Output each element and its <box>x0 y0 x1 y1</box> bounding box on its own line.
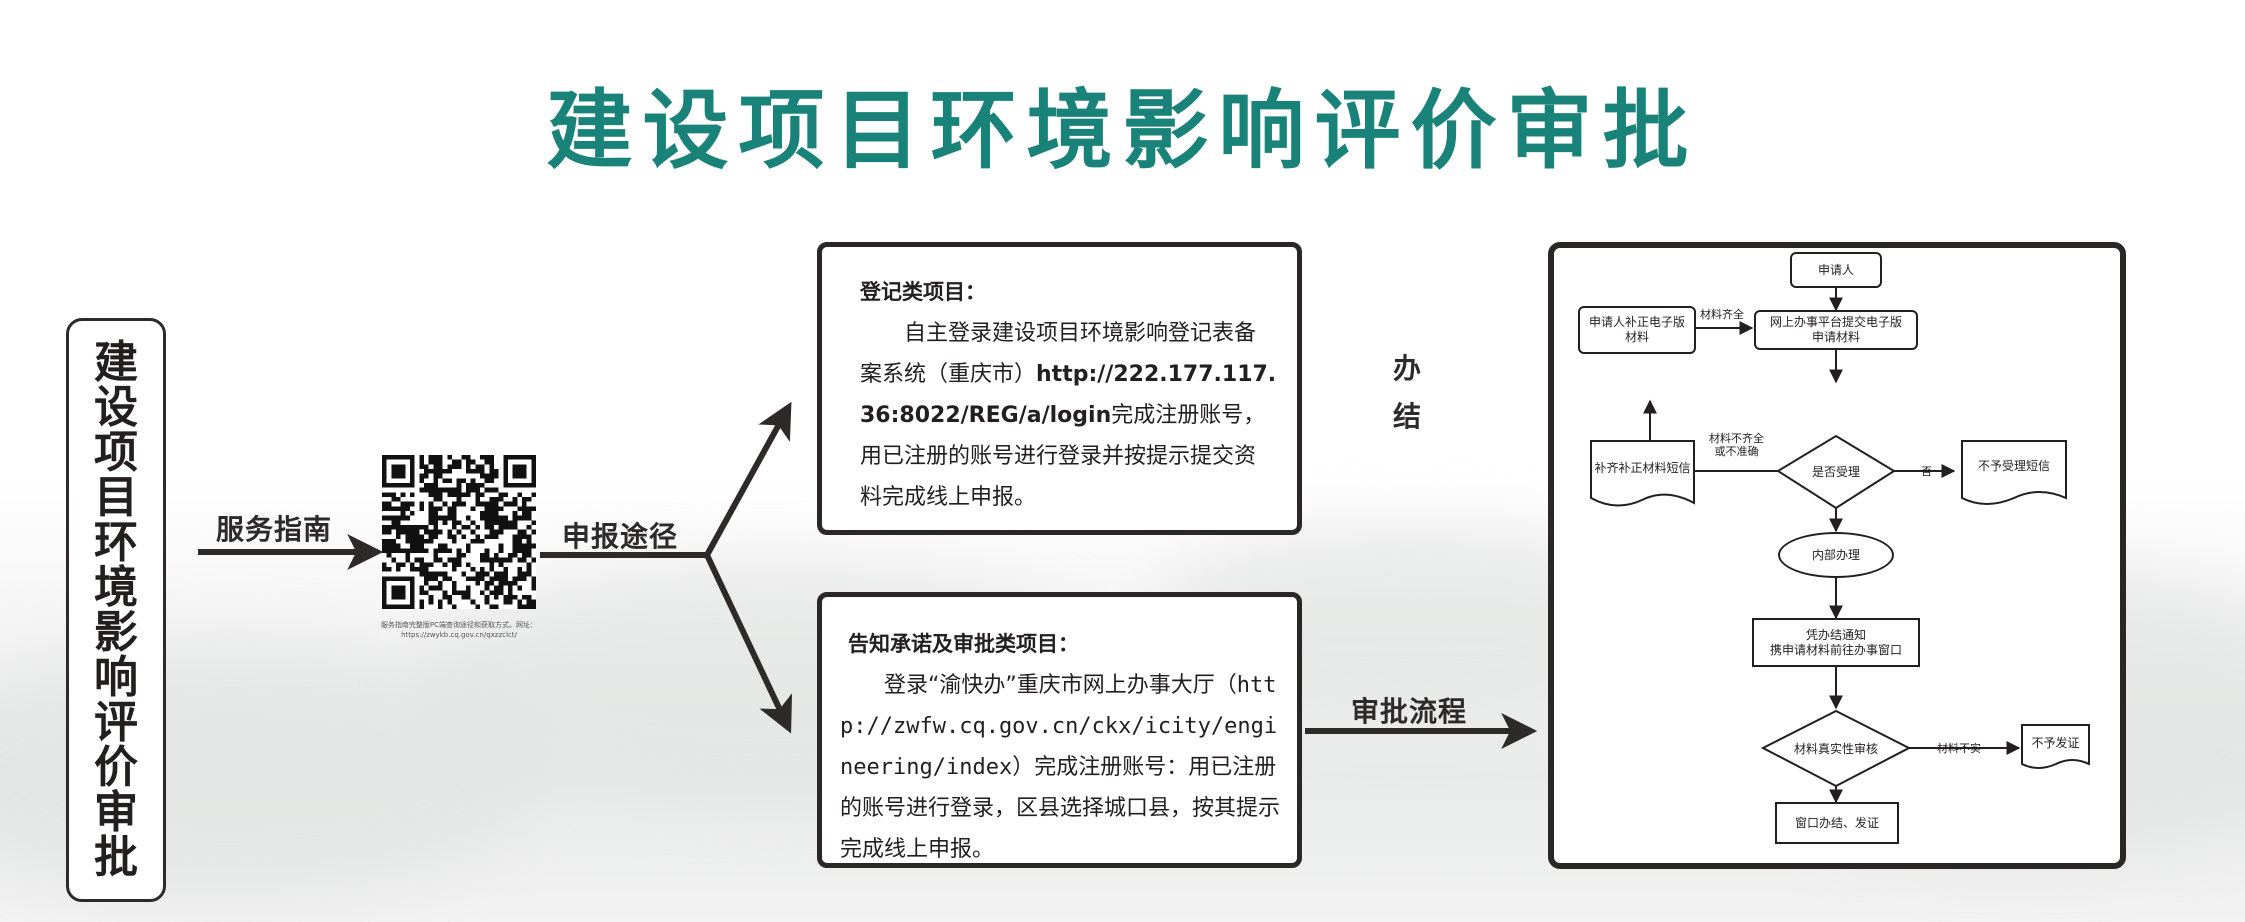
side-title-char: 设 <box>94 382 138 433</box>
edge-label-complete: 材料齐全 <box>1700 308 1744 321</box>
registration-project-box: 登记类项目： 自主登录建设项目环境影响登记表备案系统（重庆市）http://22… <box>817 242 1302 535</box>
registration-description: 自主登录建设项目环境影响登记表备案系统（重庆市）http://222.177.1… <box>860 313 1277 518</box>
applicant-text: 申请人 <box>1817 262 1854 277</box>
reject-notice-node: 不予受理短信 <box>1962 448 2066 484</box>
edge-label-incomplete-line: 或不准确 <box>1714 445 1759 458</box>
qr-code-image[interactable] <box>382 455 536 609</box>
verify-decision-shape <box>1760 709 1912 788</box>
completion-notice-text-line: 凭办结通知 <box>1805 627 1866 642</box>
no-cert-shape <box>2021 724 2090 769</box>
supplement-electronic-node: 申请人补正电子版 材料 <box>1578 306 1696 354</box>
edge-label-false: 材料不实 <box>1937 742 1981 755</box>
side-title-char: 价 <box>94 742 138 793</box>
edge-label-incomplete-line: 材料不齐全 <box>1709 432 1764 445</box>
supplement-notice-shape <box>1590 440 1695 507</box>
internal-process-text: 内部办理 <box>1811 547 1860 562</box>
supplement-notice-text: 补齐补正材料短信 <box>1594 460 1691 475</box>
edge-label-no: 否 <box>1921 465 1932 478</box>
window-issue-node: 窗口办结、发证 <box>1775 802 1899 844</box>
accept-decision-node: 是否受理 <box>1811 464 1860 479</box>
supplement-notice-node: 补齐补正材料短信 <box>1591 448 1694 488</box>
side-title: 建 设 项 目 环 境 影 响 评 价 审 批 <box>66 318 166 902</box>
registration-heading: 登记类项目： <box>860 280 986 304</box>
approval-text-b: ）完成注册账号：用已注册的账号进行登录，区县选择城口县，按其提示完成线上申报。 <box>840 755 1281 862</box>
submit-text-line: 网上办事平台提交电子版 <box>1769 315 1902 329</box>
side-title-char: 批 <box>94 832 138 883</box>
arrow-to-approval <box>704 553 793 734</box>
side-title-char: 审 <box>94 787 138 838</box>
side-title-char: 境 <box>94 562 138 613</box>
approval-flowchart: 申请人 网上办事平台提交电子版 申请材料 申请人补正电子版 材料 材料齐全 补齐… <box>1548 242 2126 869</box>
submit-node: 网上办事平台提交电子版 申请材料 <box>1754 310 1918 350</box>
side-title-char: 影 <box>94 607 138 658</box>
side-title-char: 评 <box>94 697 138 748</box>
page-title: 建设项目环境影响评价审批 <box>546 81 1699 181</box>
arrow-to-registration <box>704 401 792 557</box>
applicant-node: 申请人 <box>1790 252 1882 288</box>
window-issue-text: 窗口办结、发证 <box>1794 815 1879 830</box>
side-title-char: 目 <box>94 472 138 523</box>
no-cert-node: 不予发证 <box>2022 729 2089 757</box>
registration-text-a: 自主登录建设项目环境影响登记表备案系统（重庆市） <box>860 321 1257 387</box>
side-title-char: 响 <box>94 652 138 703</box>
flowchart-edges <box>1590 288 2090 804</box>
approval-project-box: 告知承诺及审批类项目： 登录“渝快办”重庆市网上办事大厅（http://zwfw… <box>817 592 1302 868</box>
completion-notice-text-line: 携申请材料前往办事窗口 <box>1769 642 1902 657</box>
internal-process-node: 内部办理 <box>1778 532 1894 578</box>
submit-text-line: 申请材料 <box>1811 330 1860 344</box>
supplement-electronic-text-line: 申请人补正电子版 <box>1588 315 1685 329</box>
service-guide-label: 服务指南 <box>216 513 333 546</box>
verify-decision-node: 材料真实性审核 <box>1793 741 1878 756</box>
side-title-char: 环 <box>94 517 138 568</box>
registration-text-b: 完成注册账号，用已注册的账号进行登录并按提示提交资料完成线上申报。 <box>860 403 1266 510</box>
reject-notice-shape <box>1961 440 2067 505</box>
completion-label: 办结 <box>1393 352 1422 433</box>
completion-notice-node: 凭办结通知 携申请材料前往办事窗口 <box>1752 618 1920 667</box>
edge-label-incomplete: 材料不齐全 或不准确 <box>1709 432 1764 458</box>
supplement-electronic-text-line: 材料 <box>1624 330 1649 344</box>
approval-heading: 告知承诺及审批类项目： <box>848 632 1079 656</box>
approval-description: 登录“渝快办”重庆市网上办事大厅（http://zwfw.cq.gov.cn/c… <box>840 665 1283 870</box>
approval-text-a: 登录“渝快办”重庆市网上办事大厅（ <box>884 673 1237 698</box>
side-title-char: 项 <box>94 427 138 478</box>
no-cert-text: 不予发证 <box>2031 735 2080 750</box>
registration-url[interactable]: http://222.177.117.36:8022/REG/a/login <box>860 362 1277 428</box>
qr-caption: 服务指南完整版PC端查询途径和获取方式。网址：https://zwykb.cq.… <box>380 621 538 639</box>
approval-process-label: 审批流程 <box>1351 695 1468 728</box>
approval-url[interactable]: http://zwfw.cq.gov.cn/ckx/icity/engineer… <box>840 673 1278 780</box>
application-route-label: 申报途径 <box>562 520 679 553</box>
side-title-char: 建 <box>94 337 138 388</box>
accept-decision-shape <box>1776 434 1896 510</box>
reject-notice-text: 不予受理短信 <box>1977 458 2050 473</box>
